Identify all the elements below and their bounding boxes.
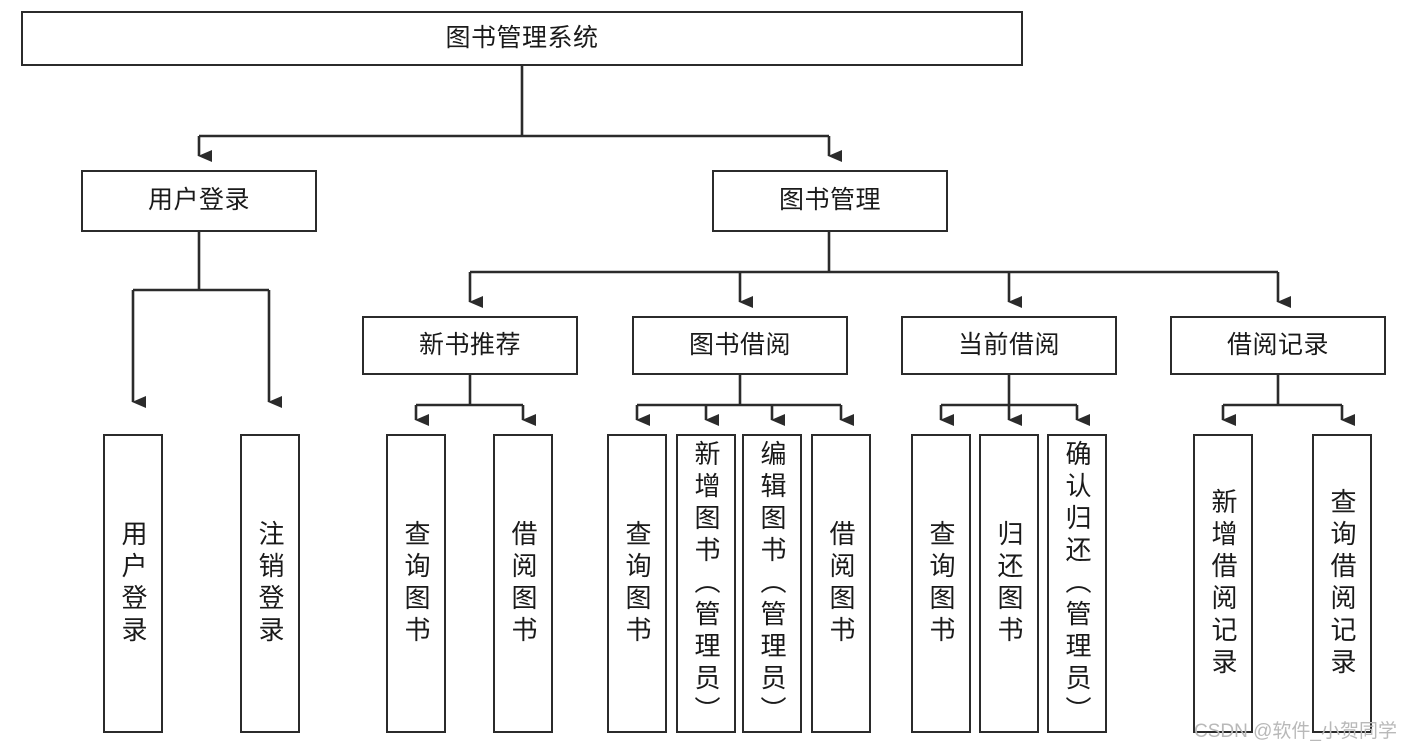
- node-book-borrow[interactable]: 图书借阅: [632, 316, 848, 375]
- node-leaf-query-record[interactable]: 查询借阅记录: [1312, 434, 1372, 733]
- node-leaf-query-book-2-label: 查询图书: [622, 519, 652, 648]
- node-leaf-query-record-label: 查询借阅记录: [1327, 487, 1357, 680]
- watermark: CSDN @软件_小贺同学: [1194, 721, 1397, 742]
- node-user-login[interactable]: 用户登录: [81, 170, 317, 232]
- node-new-book-recommend-label: 新书推荐: [418, 330, 521, 359]
- node-leaf-confirm-return-label: 确认归还（管理员）: [1062, 439, 1092, 728]
- node-borrow-record[interactable]: 借阅记录: [1170, 316, 1386, 375]
- node-leaf-borrow-book-2-label: 借阅图书: [826, 519, 856, 648]
- node-leaf-query-book-1[interactable]: 查询图书: [386, 434, 446, 733]
- node-leaf-borrow-book-2[interactable]: 借阅图书: [811, 434, 871, 733]
- node-leaf-add-book[interactable]: 新增图书（管理员）: [676, 434, 736, 733]
- node-new-book-recommend[interactable]: 新书推荐: [362, 316, 578, 375]
- node-root-label: 图书管理系统: [445, 23, 599, 52]
- node-leaf-edit-book-label: 编辑图书（管理员）: [757, 439, 787, 728]
- node-leaf-user-login[interactable]: 用户登录: [103, 434, 163, 733]
- node-leaf-add-record[interactable]: 新增借阅记录: [1193, 434, 1253, 733]
- node-leaf-query-book-3[interactable]: 查询图书: [911, 434, 971, 733]
- node-current-borrow-label: 当前借阅: [957, 330, 1060, 359]
- node-leaf-add-record-label: 新增借阅记录: [1208, 487, 1238, 680]
- node-leaf-add-book-label: 新增图书（管理员）: [691, 439, 721, 728]
- node-leaf-query-book-2[interactable]: 查询图书: [607, 434, 667, 733]
- node-leaf-logout-label: 注销登录: [255, 519, 285, 648]
- node-leaf-borrow-book-1-label: 借阅图书: [508, 519, 538, 648]
- node-leaf-return-book-label: 归还图书: [994, 519, 1024, 648]
- node-user-login-label: 用户登录: [147, 186, 250, 215]
- node-leaf-query-book-1-label: 查询图书: [401, 519, 431, 648]
- node-leaf-return-book[interactable]: 归还图书: [979, 434, 1039, 733]
- node-borrow-record-label: 借阅记录: [1226, 330, 1329, 359]
- node-leaf-edit-book[interactable]: 编辑图书（管理员）: [742, 434, 802, 733]
- node-leaf-user-login-label: 用户登录: [118, 519, 148, 648]
- node-leaf-confirm-return[interactable]: 确认归还（管理员）: [1047, 434, 1107, 733]
- node-book-management[interactable]: 图书管理: [712, 170, 948, 232]
- node-leaf-borrow-book-1[interactable]: 借阅图书: [493, 434, 553, 733]
- node-root[interactable]: 图书管理系统: [21, 11, 1023, 66]
- node-current-borrow[interactable]: 当前借阅: [901, 316, 1117, 375]
- node-leaf-query-book-3-label: 查询图书: [926, 519, 956, 648]
- node-book-management-label: 图书管理: [778, 186, 881, 215]
- node-book-borrow-label: 图书借阅: [688, 330, 791, 359]
- node-leaf-logout[interactable]: 注销登录: [240, 434, 300, 733]
